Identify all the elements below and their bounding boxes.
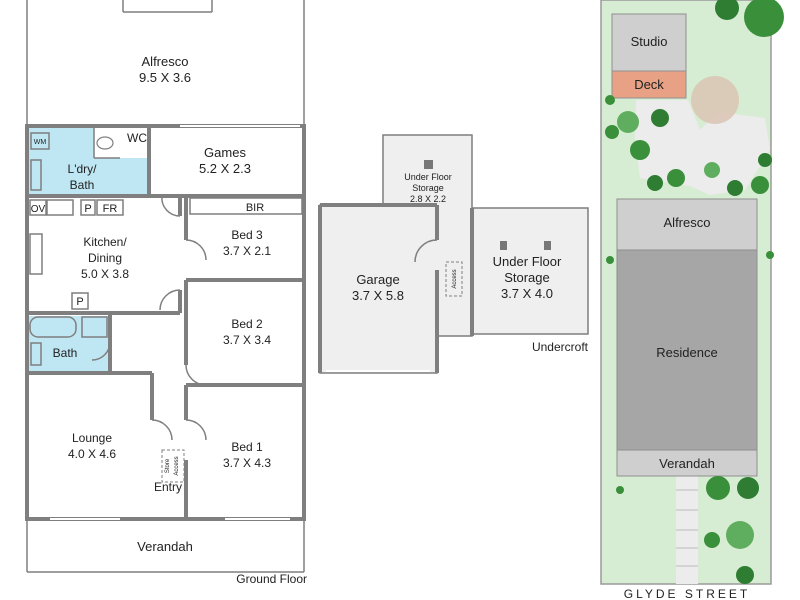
fridge-label: FR xyxy=(103,203,118,215)
site-verandah xyxy=(616,449,758,477)
pantry-label: P xyxy=(84,203,91,215)
wm-label: WM xyxy=(34,139,47,146)
alfresco-name: Alfresco xyxy=(142,54,189,69)
deck-area xyxy=(611,70,687,99)
undercroft-title: Undercroft xyxy=(532,340,589,354)
lounge-name: Lounge xyxy=(72,431,112,445)
undercroft-plan xyxy=(318,134,589,374)
garage-size: 3.7 X 5.8 xyxy=(352,288,404,303)
ground-floor-title: Ground Floor xyxy=(236,572,307,586)
trees xyxy=(605,0,784,584)
bed2-size: 3.7 X 3.4 xyxy=(223,333,271,347)
store-label: Store xyxy=(165,458,171,473)
wc-label: WC xyxy=(127,131,147,145)
laundry-name: L'dry/ xyxy=(68,162,98,176)
verandah-label: Verandah xyxy=(137,539,193,554)
bed3-size: 3.7 X 2.1 xyxy=(223,244,271,258)
access-label: Access xyxy=(174,456,180,475)
ufs-small-name2: Storage xyxy=(412,183,444,193)
site-plan-labels: Studio Deck Alfresco Residence Verandah … xyxy=(624,34,750,600)
paved-area xyxy=(635,100,770,195)
bed3-name: Bed 3 xyxy=(231,228,263,242)
ground-floor-labels: Alfresco 9.5 X 3.6 Games 5.2 X 2.3 WC WM… xyxy=(31,54,307,586)
ufs-large-name: Under Floor xyxy=(493,254,562,269)
deck-label: Deck xyxy=(634,77,664,92)
bath-tiles xyxy=(29,316,109,372)
kitchen-name2: Dining xyxy=(88,251,122,265)
lounge-size: 4.0 X 4.6 xyxy=(68,447,116,461)
bed2-name: Bed 2 xyxy=(231,317,263,331)
bath-name: Bath xyxy=(53,346,78,360)
house-outline xyxy=(25,124,306,521)
kitchen-size: 5.0 X 3.8 xyxy=(81,267,129,281)
kitchen-name: Kitchen/ xyxy=(83,235,127,249)
site-plan xyxy=(600,0,784,585)
entry-label: Entry xyxy=(154,480,182,494)
site-alfresco-label: Alfresco xyxy=(664,215,711,230)
bir-label: BIR xyxy=(246,202,264,214)
ground-floor-plan xyxy=(25,0,306,573)
residence-building xyxy=(616,249,758,451)
garage-name: Garage xyxy=(356,272,399,287)
residence-label: Residence xyxy=(656,345,717,360)
ufs-large-name2: Storage xyxy=(504,270,550,285)
undercroft-access-label: Access xyxy=(452,269,458,288)
games-name: Games xyxy=(204,145,246,160)
ufs-large-size: 3.7 X 4.0 xyxy=(501,286,553,301)
studio-building xyxy=(611,13,687,72)
site-verandah-label: Verandah xyxy=(659,456,715,471)
ufs-small-name: Under Floor xyxy=(404,172,452,182)
bed1-size: 3.7 X 4.3 xyxy=(223,456,271,470)
pantry2-label: P xyxy=(76,296,83,308)
oven-label: OV xyxy=(31,204,46,215)
games-size: 5.2 X 2.3 xyxy=(199,161,251,176)
ufs-small-size: 2.8 X 2.2 xyxy=(410,194,446,204)
laundry-name2: Bath xyxy=(70,178,95,192)
alfresco-size: 9.5 X 3.6 xyxy=(139,70,191,85)
studio-label: Studio xyxy=(631,34,668,49)
undercroft-labels: Under Floor Storage 2.8 X 2.2 Garage 3.7… xyxy=(352,172,589,354)
street-label: GLYDE STREET xyxy=(624,587,750,600)
bed1-name: Bed 1 xyxy=(231,440,263,454)
